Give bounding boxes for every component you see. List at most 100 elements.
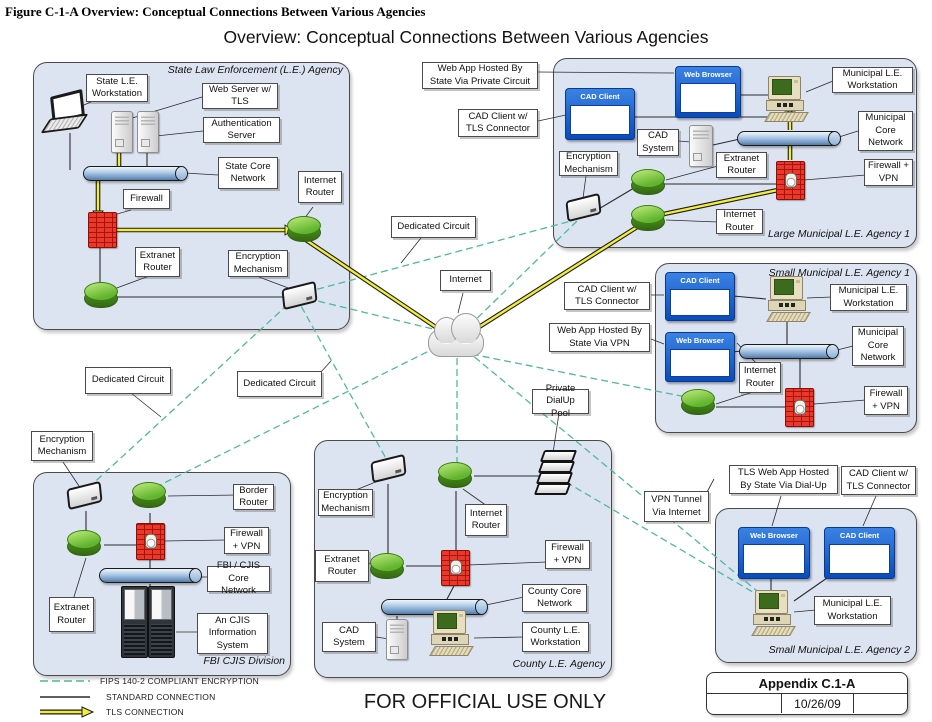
lm1-core-network-icon xyxy=(737,131,841,146)
legend-tls-line-sample xyxy=(40,706,95,718)
legend-standard: STANDARD CONNECTION xyxy=(38,692,215,702)
label-county-workstation: County L.E. Workstation xyxy=(522,622,589,652)
label-state-workstation: State L.E. Workstation xyxy=(86,74,148,102)
legend-standard-line-sample xyxy=(40,696,90,698)
label-county-encryption: Encryption Mechanism xyxy=(318,489,373,516)
figure-caption: Figure C-1-A Overview: Conceptual Connec… xyxy=(5,4,426,19)
title-block-cell-empty-left xyxy=(707,694,781,713)
title-block-cell-empty-right xyxy=(854,694,907,713)
sm1-web-browser-title: Web Browser xyxy=(676,336,724,345)
lm1-cad-client-window: CAD Client xyxy=(565,88,635,140)
label-state-firewall: Firewall xyxy=(123,189,170,209)
fbi-cjis-info-system-rack-icon xyxy=(121,586,148,658)
label-state-extranet-router: Extranet Router xyxy=(135,247,180,277)
label-dedicated-circuit-mid: Dedicated Circuit xyxy=(237,371,322,397)
label-lm1-workstation: Municipal L.E. Workstation xyxy=(832,67,913,93)
label-fbi-info-system: An CJIS Information System xyxy=(197,613,268,654)
agency-title-state: State Law Enforcement (L.E.) Agency xyxy=(167,64,343,76)
legend-tls: TLS CONNECTION xyxy=(38,706,184,718)
lm1-web-browser-title: Web Browser xyxy=(684,70,732,79)
sm2-cad-client-title: CAD Client xyxy=(839,531,880,540)
appendix-title-block: Appendix C.1-A 10/26/09 xyxy=(706,672,908,715)
lm1-extranet-router-icon xyxy=(631,169,665,195)
county-workstation-icon xyxy=(429,610,474,657)
label-fbi-border-router: Border Router xyxy=(233,484,274,510)
title-block-date: 10/26/09 xyxy=(781,694,854,713)
lm1-web-browser-window: Web Browser xyxy=(675,66,741,118)
agency-title-fbi: FBI CJIS Division xyxy=(203,655,285,667)
label-fbi-firewall-vpn: Firewall + VPN xyxy=(224,527,269,554)
sm2-workstation-icon xyxy=(751,590,796,637)
label-sm2-workstation: Municipal L.E. Workstation xyxy=(814,596,891,625)
label-sm1-internet-router: Internet Router xyxy=(739,362,781,393)
state-core-network-icon xyxy=(83,166,188,181)
label-county-dialup-pool: Private DialUp Pool xyxy=(532,383,589,419)
lm1-workstation-icon xyxy=(764,76,809,123)
label-lm1-cad-tls: CAD Client w/ TLS Connector xyxy=(458,109,538,137)
lm1-cad-client-title: CAD Client xyxy=(580,92,620,101)
label-lm1-core-network: Municipal Core Network xyxy=(858,111,913,151)
agency-title-county: County L.E. Agency xyxy=(512,658,605,670)
county-extranet-router-icon xyxy=(370,553,404,579)
label-sm1-core-network: Municipal Core Network xyxy=(852,326,904,366)
sm1-cad-client-title: CAD Client xyxy=(680,276,720,285)
encrypted-connections xyxy=(85,220,769,602)
fbi-extranet-router-icon xyxy=(67,530,101,556)
label-state-core-network: State Core Network xyxy=(218,157,278,189)
sm1-cad-client-window: CAD Client xyxy=(665,272,735,321)
label-county-core-network: County Core Network xyxy=(522,584,587,612)
label-fbi-encryption: Encryption Mechanism xyxy=(31,431,93,461)
fbi-firewall-vpn-icon xyxy=(136,523,165,560)
state-internet-router-icon xyxy=(287,216,321,242)
label-state-internet-router: Internet Router xyxy=(298,171,342,203)
fbi-cjis-info-system-rack2-icon xyxy=(148,586,175,658)
sm1-web-browser-window: Web Browser xyxy=(665,332,735,382)
sm2-web-browser-title: Web Browser xyxy=(750,531,798,540)
label-county-internet-router: Internet Router xyxy=(465,504,507,536)
label-county-extranet-router: Extranet Router xyxy=(315,550,369,582)
label-dedicated-circuit-left: Dedicated Circuit xyxy=(85,367,171,394)
legend-fips-label: FIPS 140-2 COMPLIANT ENCRYPTION xyxy=(100,676,259,686)
label-sm1-firewall-vpn: Firewall + VPN xyxy=(864,386,908,415)
legend-fips: FIPS 140-2 COMPLIANT ENCRYPTION xyxy=(38,676,259,686)
label-dedicated-circuit-top: Dedicated Circuit xyxy=(391,216,476,238)
fbi-border-router-icon xyxy=(132,482,166,508)
agency-title-large-municipal-1: Large Municipal L.E. Agency 1 xyxy=(767,228,910,240)
label-fbi-extranet-router: Extranet Router xyxy=(49,597,94,632)
label-lm1-web-app: Web App Hosted By State Via Private Circ… xyxy=(422,62,538,89)
sm1-workstation-icon xyxy=(766,276,811,323)
county-firewall-vpn-icon xyxy=(441,550,470,586)
agency-title-small-municipal-2: Small Municipal L.E. Agency 2 xyxy=(768,644,910,656)
fouo-marking: FOR OFFICIAL USE ONLY xyxy=(363,691,607,713)
label-lm1-internet-router: Internet Router xyxy=(716,209,763,234)
fbi-core-network-icon xyxy=(99,568,202,583)
label-lm1-extranet-router: Extranet Router xyxy=(716,152,767,178)
label-fbi-core-network: FBI / CJIS Core Network xyxy=(207,560,270,596)
sm2-cad-client-window: CAD Client xyxy=(824,527,895,579)
label-sm1-workstation: Municipal L.E. Workstation xyxy=(830,284,907,311)
sm1-firewall-vpn-icon xyxy=(785,388,814,427)
agency-title-small-municipal-1: Small Municipal L.E. Agency 1 xyxy=(768,267,910,279)
label-lm1-firewall-vpn: Firewall + VPN xyxy=(864,159,913,186)
label-state-auth-server: Authentication Server xyxy=(203,117,280,143)
county-cad-system-icon xyxy=(386,619,408,660)
lm1-internet-router-icon xyxy=(631,205,665,231)
label-sm2-vpn-tunnel: VPN Tunnel Via Internet xyxy=(644,491,709,522)
legend-standard-label: STANDARD CONNECTION xyxy=(106,692,216,702)
sm1-core-network-icon xyxy=(739,344,839,359)
tls-connections xyxy=(92,102,796,336)
legend-fips-line-sample xyxy=(40,680,90,682)
internet-cloud-icon xyxy=(428,312,486,358)
label-internet: Internet xyxy=(440,270,491,291)
lm1-cad-system-icon xyxy=(689,125,713,167)
label-state-web-server: Web Server w/ TLS xyxy=(202,83,278,109)
state-extranet-router-icon xyxy=(84,282,118,308)
label-county-cad-system: CAD System xyxy=(322,622,376,652)
label-sm1-web-app: Web App Hosted By State Via VPN xyxy=(549,323,650,352)
appendix-label: Appendix C.1-A xyxy=(707,673,907,694)
label-sm1-cad-tls: CAD Client w/ TLS Connector xyxy=(564,282,650,310)
sm2-web-browser-window: Web Browser xyxy=(738,527,810,579)
state-firewall-icon xyxy=(88,212,117,248)
